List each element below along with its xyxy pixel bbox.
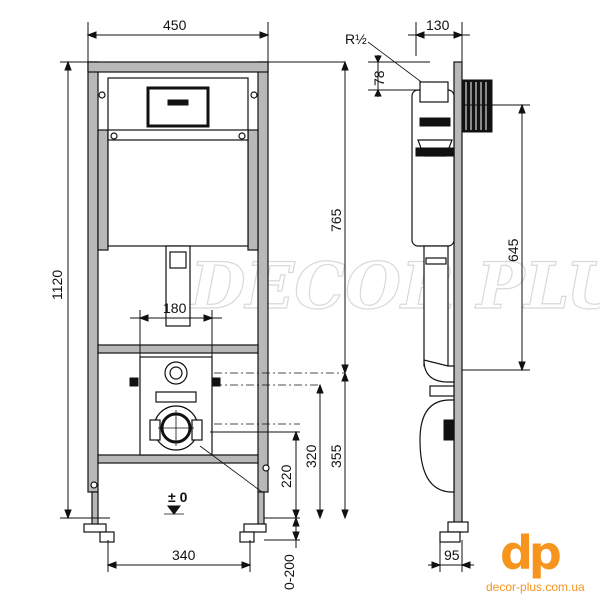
thread-label: R½ (345, 31, 367, 47)
flush-button (167, 99, 189, 106)
foot-right (257, 491, 265, 529)
dim-connection-78: 78 (371, 70, 387, 86)
side-view: 130 R½ 78 (345, 17, 530, 572)
dim-flush-645: 645 (505, 238, 521, 262)
dim-height-220: 220 (278, 464, 294, 488)
flush-plate (146, 86, 210, 128)
zero-level-label: ± 0 (168, 489, 188, 505)
frame-left-upright (87, 61, 99, 493)
dim-adjust-0-200: 0-200 (281, 554, 297, 590)
dim-height-320: 320 (303, 444, 319, 468)
frame-right-upright (257, 61, 269, 493)
cistern-side (411, 89, 455, 247)
dim-offset-95: 95 (444, 547, 460, 563)
frame-mid-rail (97, 344, 259, 354)
dim-height-1120: 1120 (49, 270, 65, 300)
brand-logo: dp decor-plus.com.ua (486, 528, 596, 598)
front-view: 450 180 (49, 17, 349, 590)
dim-width-450: 450 (163, 17, 187, 33)
dim-height-355: 355 (328, 444, 344, 468)
logo-url: decor-plus.com.ua (486, 580, 585, 594)
dim-depth-130: 130 (426, 17, 450, 33)
cistern-bracket (107, 129, 249, 141)
frame-inner-right (247, 129, 259, 251)
foot-left (91, 491, 99, 529)
dim-height-765: 765 (328, 208, 344, 232)
flush-actuator (461, 79, 493, 133)
dim-foot-340: 340 (172, 547, 196, 563)
watermark: DECOR PLUS (188, 249, 600, 324)
frame-top-rail (87, 61, 269, 73)
zero-level-marker (167, 505, 181, 515)
logo-mark: dp (500, 526, 562, 580)
frame-inner-left (97, 129, 109, 251)
frame-bottom-rail (97, 454, 259, 464)
side-frame-upright (453, 61, 463, 533)
dim-drain-180: 180 (163, 300, 187, 316)
drain-bend (419, 399, 455, 493)
